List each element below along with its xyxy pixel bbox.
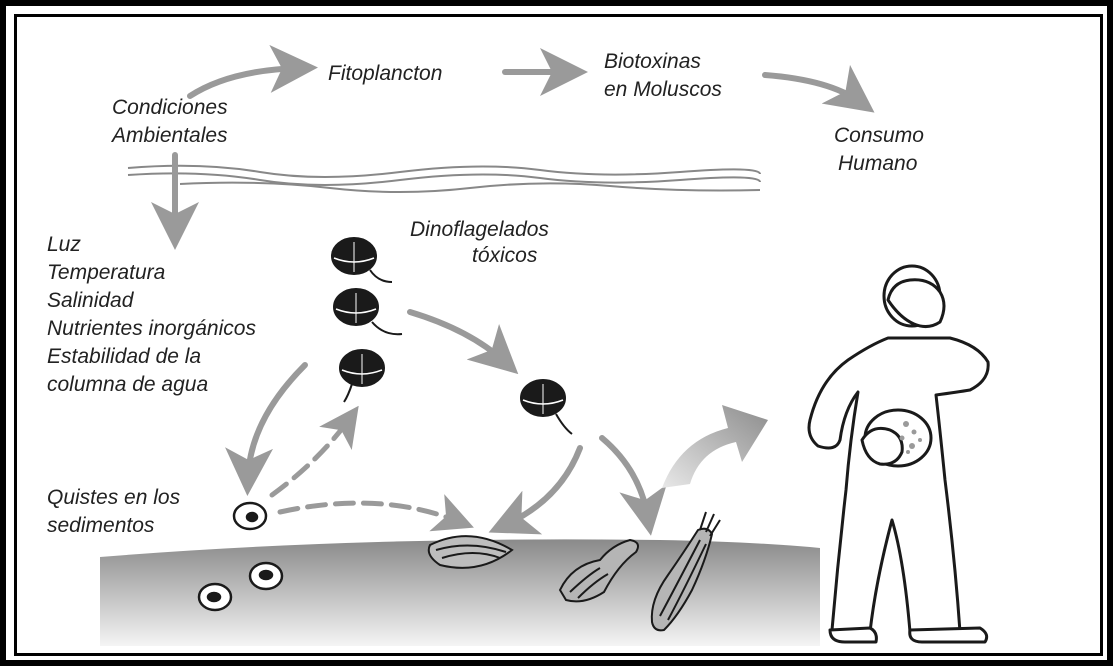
arrow-dino-to-clam <box>505 448 580 525</box>
left-foot <box>830 628 876 642</box>
body-outline <box>809 338 988 632</box>
cyst-icon <box>250 563 282 589</box>
label-factor-luz: Luz <box>47 233 81 256</box>
label-dinoflagelados-2: tóxicos <box>472 244 538 267</box>
arrow-to-consumo <box>765 75 860 102</box>
label-factor-salinidad: Salinidad <box>47 289 135 312</box>
label-factor-nutrientes: Nutrientes inorgánicos <box>47 317 256 340</box>
right-foot <box>910 628 987 642</box>
dinoflagellate-icon <box>334 289 402 334</box>
label-quistes-1: Quistes en los <box>47 486 181 509</box>
label-biotoxinas-2: en Moluscos <box>604 78 722 101</box>
big-arrow-to-human <box>662 405 768 488</box>
label-quistes-2: sedimentos <box>47 514 155 537</box>
label-factor-temperatura: Temperatura <box>47 261 165 284</box>
cyst-icon <box>199 584 231 610</box>
label-factor-estabilidad: Estabilidad de la <box>47 345 201 368</box>
label-condiciones-2: Ambientales <box>110 124 228 147</box>
dinoflagellate-cells <box>332 238 572 434</box>
cyst-icon <box>234 503 266 529</box>
arrow-factors-to-quistes <box>248 365 305 478</box>
arrow-dino-to-dino <box>410 312 505 362</box>
label-condiciones-1: Condiciones <box>112 96 228 119</box>
arrow-dino-to-mussel <box>602 438 648 518</box>
dinoflagellate-icon <box>332 238 392 282</box>
label-biotoxinas-1: Biotoxinas <box>604 50 701 73</box>
label-dinoflagelados-1: Dinoflagelados <box>410 218 549 241</box>
dinoflagellate-icon <box>340 350 384 402</box>
dashed-arrow-quistes-to-dino <box>272 418 350 495</box>
label-consumo-1: Consumo <box>834 124 924 147</box>
label-consumo-2: Humano <box>838 152 918 175</box>
dinoflagellate-icon <box>521 380 572 434</box>
label-fitoplancton: Fitoplancton <box>328 62 442 85</box>
dashed-arrow-quistes-to-clam <box>280 503 460 522</box>
top-flow-arrows <box>175 68 860 232</box>
sick-person-figure <box>809 266 988 642</box>
dashed-arrows <box>272 418 460 522</box>
label-factor-columna: columna de agua <box>47 373 208 396</box>
water-surface <box>128 166 760 192</box>
cycle-arrows <box>248 312 648 525</box>
arrow-to-fitoplancton <box>190 68 300 96</box>
